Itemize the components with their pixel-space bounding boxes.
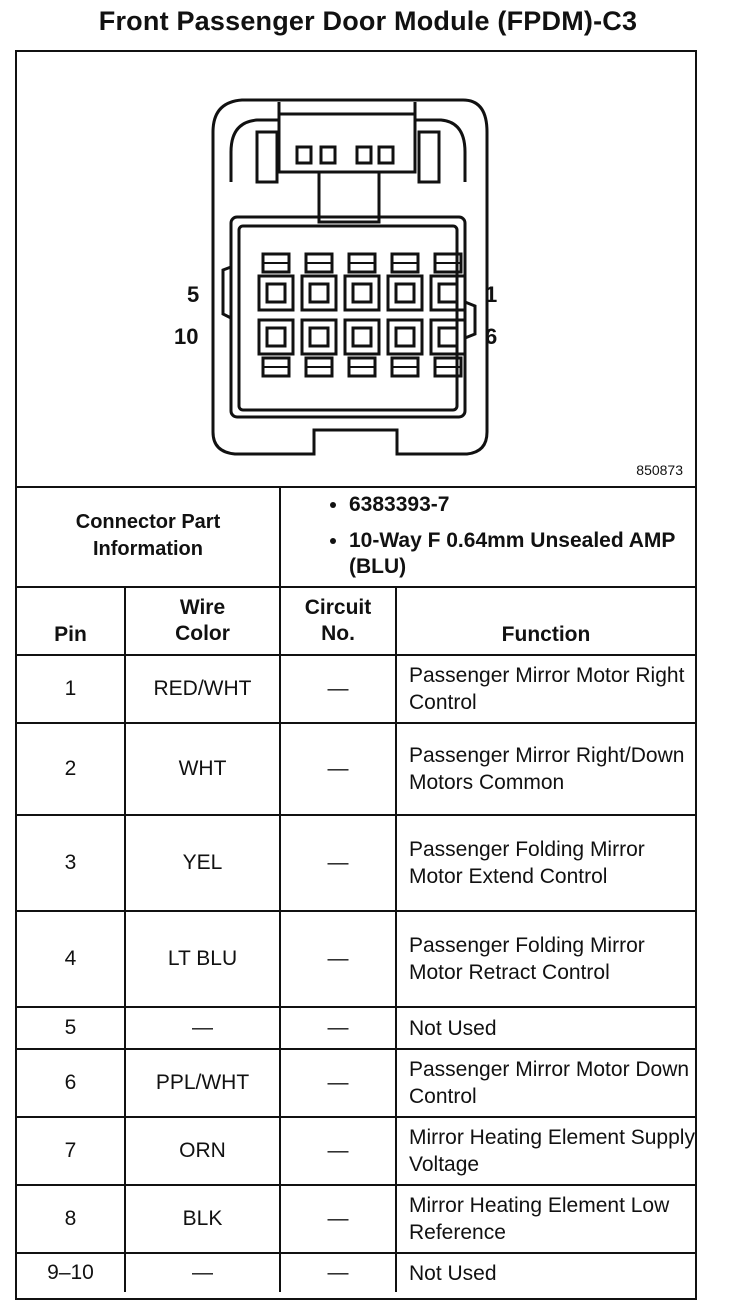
table-row: 2 WHT — Passenger Mirror Right/Down Moto… bbox=[17, 722, 695, 816]
wire-color-cell: — bbox=[124, 1006, 281, 1050]
terminal-contact bbox=[308, 282, 330, 304]
terminal-cavity bbox=[386, 274, 424, 312]
terminal-cavity bbox=[429, 318, 467, 356]
function-cell: Not Used bbox=[395, 1006, 695, 1050]
function-cell: Not Used bbox=[395, 1252, 695, 1292]
terminal-contact bbox=[394, 326, 416, 348]
table-row: 3 YEL — Passenger Folding Mirror Motor E… bbox=[17, 814, 695, 912]
pin-cell: 8 bbox=[17, 1184, 126, 1254]
function-cell: Passenger Folding Mirror Motor Retract C… bbox=[395, 910, 695, 1008]
circuit-cell: — bbox=[279, 722, 397, 816]
terminal-cavity bbox=[343, 318, 381, 356]
connector-face-drawing bbox=[211, 98, 489, 456]
pin-label-5: 5 bbox=[187, 282, 200, 307]
connector-table: Connector Part Information 6383393-7 10-… bbox=[17, 486, 695, 1292]
wire-color-cell: BLK bbox=[124, 1184, 281, 1254]
wire-color-cell: PPL/WHT bbox=[124, 1048, 281, 1118]
header-wire-color: Wire Color bbox=[124, 586, 281, 656]
terminal-cavity bbox=[343, 274, 381, 312]
table-row: 8 BLK — Mirror Heating Element Low Refer… bbox=[17, 1184, 695, 1254]
wire-color-cell: ORN bbox=[124, 1116, 281, 1186]
header-pin: Pin bbox=[17, 586, 126, 656]
terminal-contact bbox=[351, 326, 373, 348]
table-row: 9–10 — — Not Used bbox=[17, 1252, 695, 1292]
terminal-contact bbox=[265, 326, 287, 348]
circuit-cell: — bbox=[279, 1006, 397, 1050]
header-function: Function bbox=[395, 586, 695, 656]
terminal-cavity bbox=[386, 318, 424, 356]
terminal-cavity bbox=[300, 318, 338, 356]
pin-cell: 9–10 bbox=[17, 1252, 126, 1292]
header-row: Pin Wire Color Circuit No. Function bbox=[17, 586, 695, 656]
connector-description: 10-Way F 0.64mm Unsealed AMP (BLU) bbox=[349, 528, 695, 580]
terminal-contact bbox=[437, 282, 459, 304]
circuit-cell: — bbox=[279, 1252, 397, 1292]
table-row: 7 ORN — Mirror Heating Element Supply Vo… bbox=[17, 1116, 695, 1186]
terminal-cavity bbox=[257, 318, 295, 356]
terminal-contact bbox=[351, 282, 373, 304]
function-cell: Passenger Mirror Motor Down Control bbox=[395, 1048, 695, 1118]
terminal-contact bbox=[265, 282, 287, 304]
wire-color-cell: WHT bbox=[124, 722, 281, 816]
terminal-cavity bbox=[429, 274, 467, 312]
circuit-cell: — bbox=[279, 1184, 397, 1254]
header-circuit: Circuit No. bbox=[279, 586, 397, 656]
connector-figure: 5 10 1 6 850873 bbox=[17, 52, 695, 488]
circuit-cell: — bbox=[279, 654, 397, 724]
terminal-contact bbox=[308, 326, 330, 348]
connector-part-info: 6383393-7 10-Way F 0.64mm Unsealed AMP (… bbox=[279, 486, 695, 588]
table-row: 5 — — Not Used bbox=[17, 1006, 695, 1050]
table-row: 1 RED/WHT — Passenger Mirror Motor Right… bbox=[17, 654, 695, 724]
pin-label-6: 6 bbox=[485, 324, 498, 349]
pin-label-1: 1 bbox=[485, 282, 498, 307]
circuit-cell: — bbox=[279, 814, 397, 912]
terminal-cavity bbox=[300, 274, 338, 312]
wire-color-cell: YEL bbox=[124, 814, 281, 912]
pin-cell: 5 bbox=[17, 1006, 126, 1050]
terminal-cavity bbox=[257, 274, 295, 312]
wire-color-cell: RED/WHT bbox=[124, 654, 281, 724]
terminal-contact bbox=[394, 282, 416, 304]
figure-id: 850873 bbox=[636, 462, 683, 478]
connector-part-row: Connector Part Information 6383393-7 10-… bbox=[17, 486, 695, 588]
function-cell: Mirror Heating Element Low Reference bbox=[395, 1184, 695, 1254]
function-cell: Passenger Folding Mirror Motor Extend Co… bbox=[395, 814, 695, 912]
pin-label-10: 10 bbox=[174, 324, 199, 349]
pin-cell: 4 bbox=[17, 910, 126, 1008]
wire-color-cell: — bbox=[124, 1252, 281, 1292]
circuit-cell: — bbox=[279, 1048, 397, 1118]
function-cell: Passenger Mirror Motor Right Control bbox=[395, 654, 695, 724]
wire-color-cell: LT BLU bbox=[124, 910, 281, 1008]
pin-cell: 7 bbox=[17, 1116, 126, 1186]
pin-cell: 6 bbox=[17, 1048, 126, 1118]
function-cell: Passenger Mirror Right/Down Motors Commo… bbox=[395, 722, 695, 816]
circuit-cell: — bbox=[279, 910, 397, 1008]
table-row: 4 LT BLU — Passenger Folding Mirror Moto… bbox=[17, 910, 695, 1008]
page-title: Front Passenger Door Module (FPDM)-C3 bbox=[98, 6, 638, 36]
pin-cell: 2 bbox=[17, 722, 126, 816]
circuit-cell: — bbox=[279, 1116, 397, 1186]
pin-cell: 1 bbox=[17, 654, 126, 724]
terminal-contact bbox=[437, 326, 459, 348]
pin-cell: 3 bbox=[17, 814, 126, 912]
table-row: 6 PPL/WHT — Passenger Mirror Motor Down … bbox=[17, 1048, 695, 1118]
connector-sheet: 5 10 1 6 850873 Connector Part Informati… bbox=[15, 50, 697, 1300]
function-cell: Mirror Heating Element Supply Voltage bbox=[395, 1116, 695, 1186]
connector-part-label: Connector Part Information bbox=[17, 486, 281, 588]
part-number: 6383393-7 bbox=[349, 492, 695, 518]
